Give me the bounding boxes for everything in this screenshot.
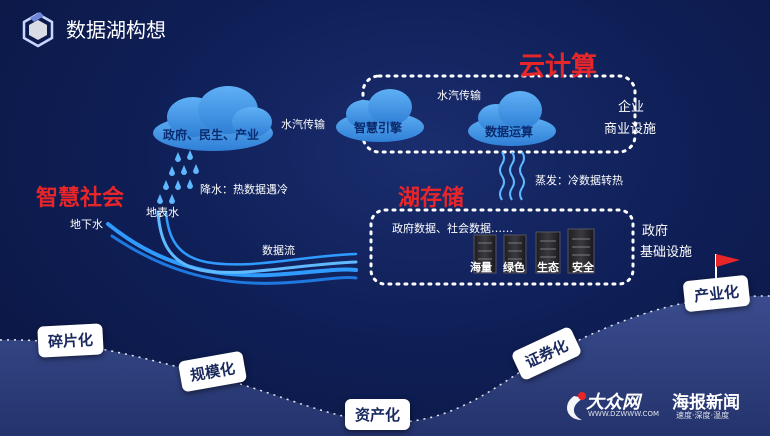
server-label-green: 绿色	[503, 261, 525, 274]
lake-storage-heading: 湖存储	[398, 186, 465, 211]
server-rack-green	[503, 234, 527, 274]
underground-water-label: 地下水	[70, 218, 103, 231]
cloud-computing-heading: 云计算	[519, 52, 598, 82]
data-stream-label: 数据流	[262, 244, 295, 257]
server-rack-ecology	[535, 231, 561, 274]
cloud-gov-label: 政府、民生、产业	[163, 128, 260, 142]
server-label-security: 安全	[572, 261, 594, 274]
cloud-smart-engine	[336, 89, 424, 142]
lake-data-label: 政府数据、社会数据……	[392, 222, 513, 235]
smart-society-heading: 智慧社会	[36, 186, 125, 211]
stage-assetized: 资产化	[345, 399, 411, 430]
server-label-massive: 海量	[470, 261, 492, 274]
watermark-logo-icon	[567, 392, 586, 420]
lake-storage-box	[369, 208, 635, 286]
page-title: 数据湖构想	[66, 18, 166, 42]
cloud-ops-label: 数据运算	[485, 125, 534, 139]
surface-water-label: 地表水	[146, 206, 179, 219]
water-vapor-label-2: 水汽传输	[437, 89, 481, 102]
data-stream-lines	[106, 210, 358, 285]
cloud-smart-label: 智慧引擎	[354, 121, 403, 135]
watermark-url: WWW.DZWWW.COM	[588, 410, 659, 418]
evaporation-label: 蒸发：冷数据转热	[535, 174, 623, 187]
cloud-computing-box	[361, 74, 637, 154]
server-rack-security	[567, 228, 595, 274]
water-vapor-label-1: 水汽传输	[281, 118, 325, 131]
rain-drops	[157, 150, 199, 204]
commercial-label: 商业设施	[604, 122, 657, 137]
server-rack-massive	[473, 234, 497, 274]
watermark-slogan: 速度·深度·温度	[676, 411, 730, 420]
stage-fragmented: 碎片化	[37, 323, 104, 358]
rain-label: 降水：热数据遇冷	[200, 183, 288, 196]
cloud-data-ops	[468, 91, 556, 146]
infrastructure-label: 基础设施	[640, 245, 693, 260]
server-label-ecology: 生态	[537, 261, 559, 274]
evaporation-lines	[499, 151, 525, 201]
watermark-brand-1: 大众网	[586, 392, 640, 413]
cloud-government	[153, 86, 273, 151]
enterprise-label: 企业	[618, 100, 645, 115]
government-label: 政府	[642, 224, 669, 239]
logo-icon	[22, 12, 54, 48]
watermark-brand-2: 海报新闻	[672, 393, 740, 413]
